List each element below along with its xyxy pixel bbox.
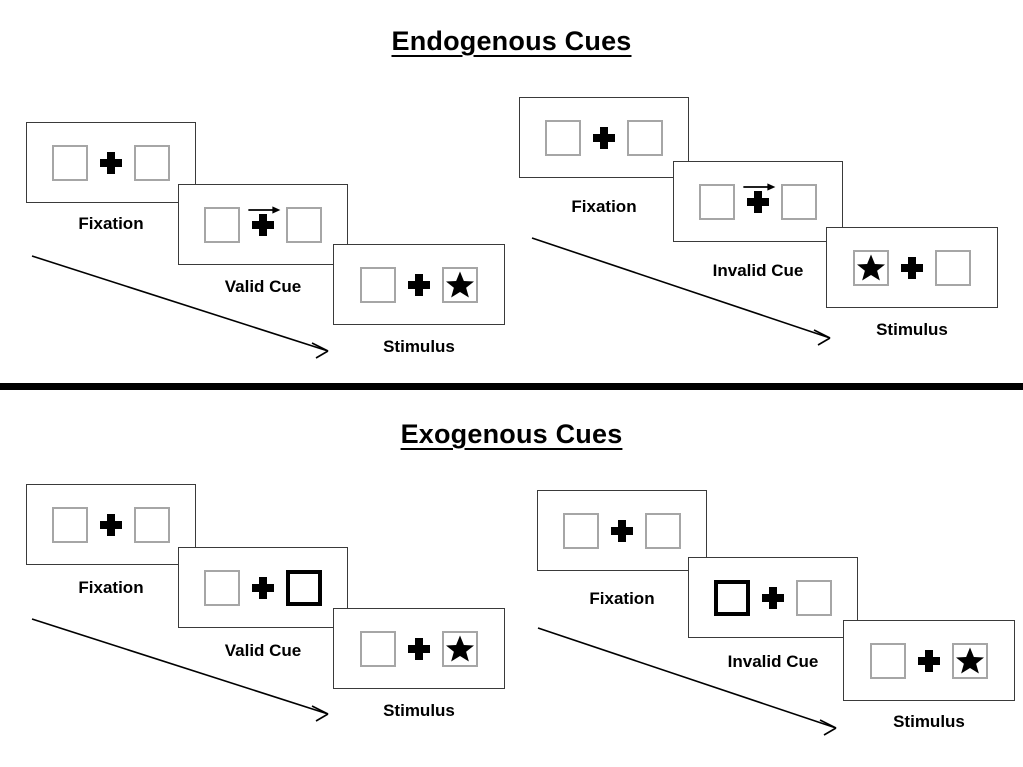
fixation-cross-icon xyxy=(100,151,122,174)
time-arrow-endogenous-valid xyxy=(31,255,329,359)
panel-endogenous-invalid-cue xyxy=(673,161,843,242)
panel-exogenous-valid-cue xyxy=(178,547,348,628)
panel-exogenous-valid-stimulus xyxy=(333,608,505,689)
left-square xyxy=(360,266,396,303)
left-square xyxy=(870,642,906,679)
panel-label-exogenous-valid-cue: Valid Cue xyxy=(224,641,302,660)
panel-label-exogenous-invalid-fixation: Fixation xyxy=(589,589,655,608)
section-title-endogenous: Endogenous Cues xyxy=(391,26,632,56)
left-square xyxy=(52,144,88,181)
panel-label-endogenous-invalid-cue: Invalid Cue xyxy=(712,261,804,280)
left-square xyxy=(204,569,240,606)
fixation-cross-icon xyxy=(611,519,633,542)
right-square-with-target xyxy=(442,630,478,667)
fixation-cross-icon xyxy=(593,126,615,149)
panel-endogenous-invalid-stimulus xyxy=(826,227,998,308)
star-target-icon xyxy=(446,635,474,661)
time-arrow-exogenous-invalid xyxy=(537,627,837,736)
panel-label-endogenous-valid-stimulus: Stimulus xyxy=(383,337,455,356)
right-square xyxy=(645,512,681,549)
panel-label-endogenous-invalid-stimulus: Stimulus xyxy=(876,320,948,339)
fixation-cross-icon xyxy=(100,513,122,536)
panel-exogenous-valid-fixation xyxy=(26,484,196,565)
star-target-icon xyxy=(956,647,984,673)
right-square xyxy=(627,119,663,156)
right-square xyxy=(796,579,832,616)
right-square xyxy=(286,206,322,243)
left-square xyxy=(360,630,396,667)
panel-endogenous-valid-stimulus xyxy=(333,244,505,325)
star-target-icon xyxy=(857,254,885,280)
left-square-cued xyxy=(714,579,750,616)
panel-endogenous-valid-cue xyxy=(178,184,348,265)
panel-label-endogenous-valid-fixation: Fixation xyxy=(78,214,144,233)
left-square xyxy=(52,506,88,543)
fixation-cross-icon xyxy=(252,576,274,599)
panel-label-endogenous-invalid-fixation: Fixation xyxy=(571,197,637,216)
panel-endogenous-valid-fixation xyxy=(26,122,196,203)
section-title-exogenous: Exogenous Cues xyxy=(400,419,623,449)
time-arrow-exogenous-valid xyxy=(31,618,329,722)
right-square-with-target xyxy=(952,642,988,679)
left-square-with-target xyxy=(853,249,889,286)
star-target-icon xyxy=(446,271,474,297)
right-square xyxy=(935,249,971,286)
panel-label-exogenous-valid-stimulus: Stimulus xyxy=(383,701,455,720)
left-square xyxy=(699,183,735,220)
panel-exogenous-invalid-cue xyxy=(688,557,858,638)
section-divider xyxy=(0,383,1023,390)
panel-exogenous-invalid-fixation xyxy=(537,490,707,571)
fixation-cross-icon xyxy=(918,649,940,672)
fixation-cross-icon xyxy=(747,190,769,213)
fixation-cross-icon xyxy=(901,256,923,279)
right-square xyxy=(134,506,170,543)
panel-label-exogenous-invalid-cue: Invalid Cue xyxy=(727,652,819,671)
left-square xyxy=(204,206,240,243)
arrow-right-cue-icon xyxy=(743,182,776,191)
time-arrow-endogenous-invalid xyxy=(531,237,831,346)
right-square xyxy=(134,144,170,181)
fixation-cross-icon xyxy=(408,273,430,296)
arrow-right-cue-icon xyxy=(248,205,281,214)
cue-center xyxy=(743,182,776,213)
panel-label-exogenous-invalid-stimulus: Stimulus xyxy=(893,712,965,731)
right-square-with-target xyxy=(442,266,478,303)
right-square-cued xyxy=(286,569,322,606)
fixation-cross-icon xyxy=(762,586,784,609)
right-square xyxy=(781,183,817,220)
cue-center xyxy=(248,205,281,236)
panel-endogenous-invalid-fixation xyxy=(519,97,689,178)
fixation-cross-icon xyxy=(252,213,274,236)
panel-label-endogenous-valid-cue: Valid Cue xyxy=(224,277,302,296)
left-square xyxy=(563,512,599,549)
left-square xyxy=(545,119,581,156)
panel-exogenous-invalid-stimulus xyxy=(843,620,1015,701)
fixation-cross-icon xyxy=(408,637,430,660)
panel-label-exogenous-valid-fixation: Fixation xyxy=(78,578,144,597)
